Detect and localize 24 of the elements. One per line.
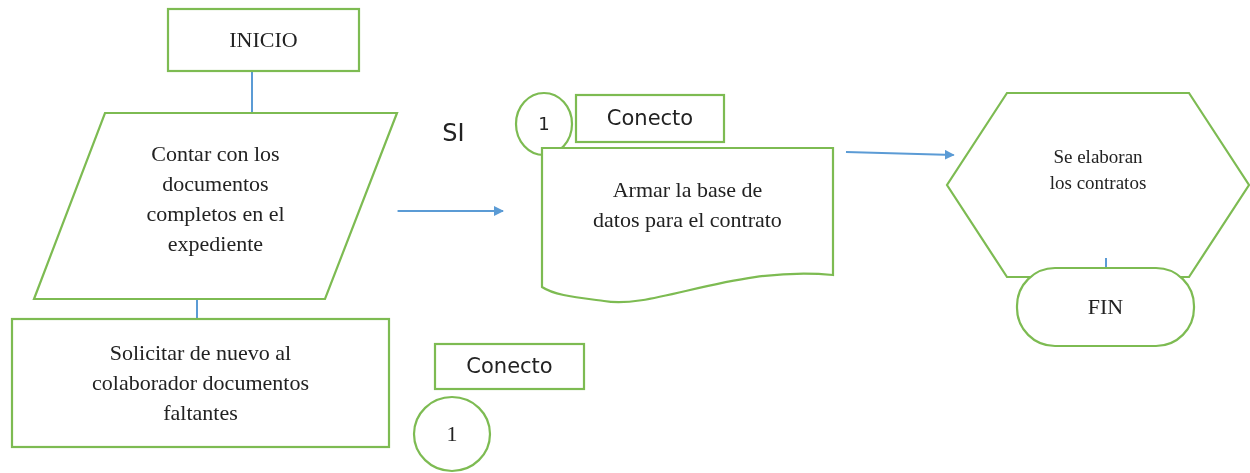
node-text: 1	[538, 111, 550, 136]
arrow	[396, 206, 504, 216]
process-box	[11, 318, 390, 448]
node-text: FIN	[1087, 293, 1124, 322]
arrow	[845, 149, 955, 160]
input-parallelogram	[33, 112, 398, 300]
node-text: Armar la base de datos para el contrato	[592, 176, 783, 234]
connector-circle	[515, 92, 573, 156]
node-text: Conecto	[466, 353, 553, 381]
connector-line	[196, 299, 198, 319]
node-text: 1	[446, 420, 458, 449]
node-text: Conecto	[606, 105, 694, 133]
document-shape	[541, 147, 834, 305]
connector-line	[1105, 257, 1107, 268]
node-text: Solicitar de nuevo al colaborador documentos faltantes	[91, 339, 310, 427]
start-box	[167, 8, 360, 72]
connector-line	[251, 71, 253, 113]
node-text: INICIO	[229, 26, 298, 55]
node-text: Contar con los documentos completos en el expediente	[145, 140, 286, 258]
connector-label-box	[434, 343, 585, 390]
connector-circle	[413, 396, 491, 472]
end-terminator	[1016, 267, 1195, 347]
connector-label-box	[575, 94, 725, 143]
node-text: Se elaboran los contratos	[1048, 145, 1148, 195]
